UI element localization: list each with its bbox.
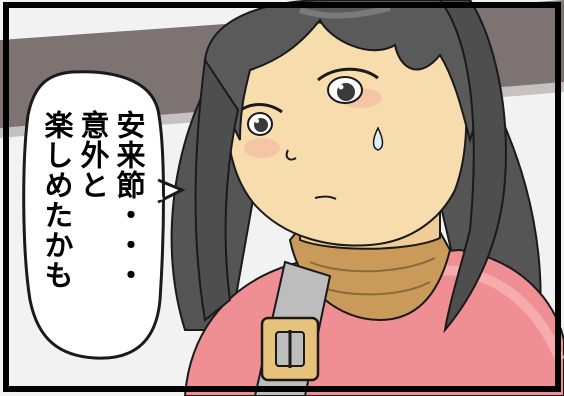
speech-line-3: 楽しめたかも [40,110,74,290]
speech-line-1: 安来節・・・ [112,110,146,290]
mouth [314,195,337,200]
panel-border [3,2,561,392]
speech-bubble [22,70,186,360]
girl-character [170,0,564,396]
speech-line-2: 意外と [76,110,110,200]
sweat-drop [372,126,384,151]
